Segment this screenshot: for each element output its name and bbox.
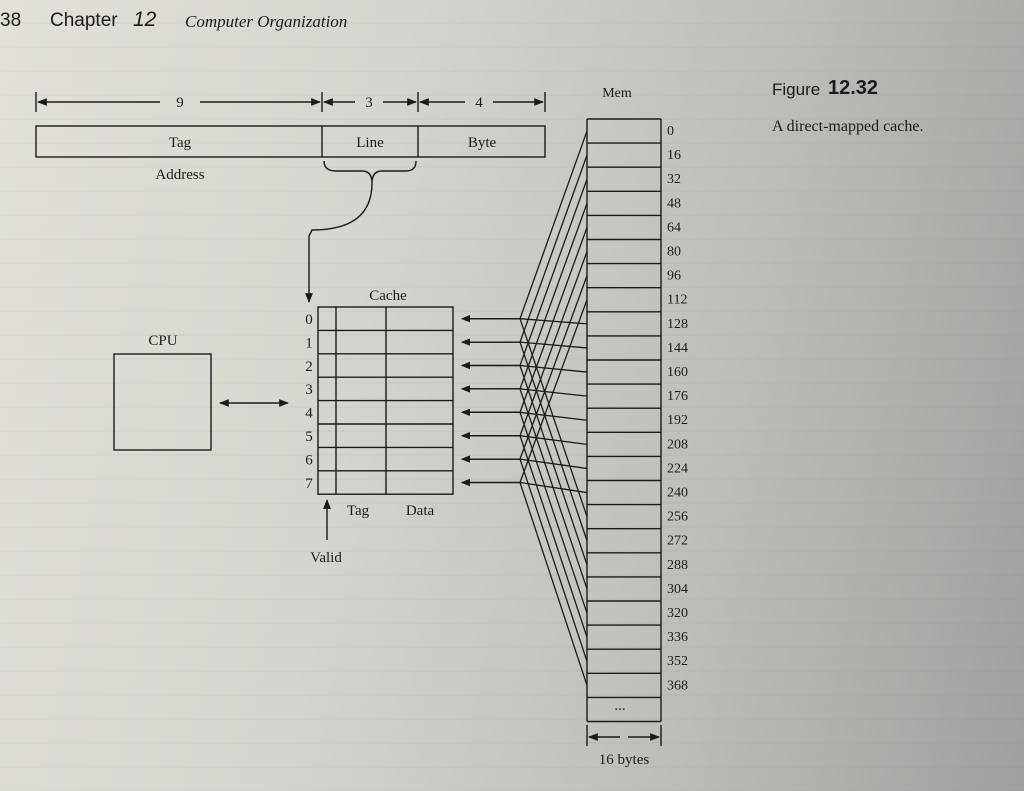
figure-label: Figure [772,80,821,99]
memory-address: 224 [667,461,688,476]
mapping-line [461,385,588,397]
cache-row-index: 1 [305,335,313,351]
memory-address: 96 [667,269,681,284]
chapter-number: 12 [133,8,157,31]
figure-number: 12.32 [828,77,879,99]
cache-row-index: 4 [305,406,313,422]
memory-address: 192 [667,413,688,428]
memory-address: 240 [667,486,688,501]
memory-title: Mem [602,86,632,101]
line-bits: 3 [365,95,373,111]
mapping-line [461,130,588,323]
cache-title: Cache [369,288,407,304]
memory-address: 128 [667,317,688,332]
memory-address: 80 [667,245,681,260]
figure-caption: A direct-mapped cache. [772,118,924,135]
memory-address: 112 [667,293,687,308]
cache-data-label: Data [406,503,435,519]
mapping-line [461,361,588,373]
cache-row-index: 0 [305,312,313,328]
tag-bits: 9 [176,95,184,111]
address-bit-widths [35,92,546,112]
valid-label: Valid [310,550,342,566]
byte-field-label: Byte [468,135,497,151]
memory-address: 64 [667,220,681,235]
memory-address: 352 [667,654,688,669]
mapping-line [461,361,588,566]
mapping-line [461,478,588,686]
memory-address: 208 [667,437,688,452]
mapping-line [461,432,588,445]
cache-grid [317,306,454,495]
memory-address: 48 [667,196,681,211]
mapping-line [461,338,588,349]
memory-address: 288 [667,558,688,573]
mapping-line [461,315,588,325]
memory-address: 0 [667,124,674,139]
cache-tag-label: Tag [347,503,370,519]
memory-address: 256 [667,510,688,525]
memory-grid [586,118,662,723]
memory-address: 320 [667,606,688,621]
mapping-line [461,408,588,421]
memory-address: 160 [667,365,688,380]
memory-address: 144 [667,341,688,356]
address-register [35,125,546,158]
line-field-brace [323,160,417,184]
memory-width-label: 16 bytes [599,752,650,768]
memory-address-labels: 0 16 32 48 64 80 96 112 128 144 160 176 192 208 224 240… [667,124,688,693]
line-index-path [305,182,373,303]
byte-bits: 4 [475,95,483,111]
line-field-label: Line [356,135,384,151]
memory-ellipsis: ... [614,698,625,714]
mapping-line [461,432,588,638]
memory-address: 272 [667,534,688,549]
cpu-box [113,353,212,451]
mapping-line [461,385,588,590]
cache-row-index: 6 [305,452,313,468]
memory-address: 336 [667,630,688,645]
memory-address: 368 [667,678,688,693]
cpu-label: CPU [148,333,177,349]
memory-address: 32 [667,172,681,187]
cache-row-index: 3 [305,382,313,398]
memory-width-dimension [586,725,662,746]
chapter-word: Chapter [50,10,118,31]
cache-row-index: 5 [305,429,313,445]
memory-address: 304 [667,582,688,597]
page-number: 38 [0,10,22,31]
mapping-line [461,455,588,662]
mapping-lines [461,130,588,686]
mapping-line [461,408,588,614]
mapping-line [461,315,588,517]
mapping-line [461,338,588,541]
tag-field-label: Tag [169,135,192,151]
memory-address: 176 [667,389,688,404]
cache-row-labels: 0 1 2 3 4 5 6 7 [305,312,313,492]
cache-row-index: 2 [305,359,313,375]
chapter-title: Computer Organization [185,12,348,31]
memory-address: 16 [667,148,681,163]
cache-row-index: 7 [305,476,313,492]
address-label: Address [155,167,204,183]
